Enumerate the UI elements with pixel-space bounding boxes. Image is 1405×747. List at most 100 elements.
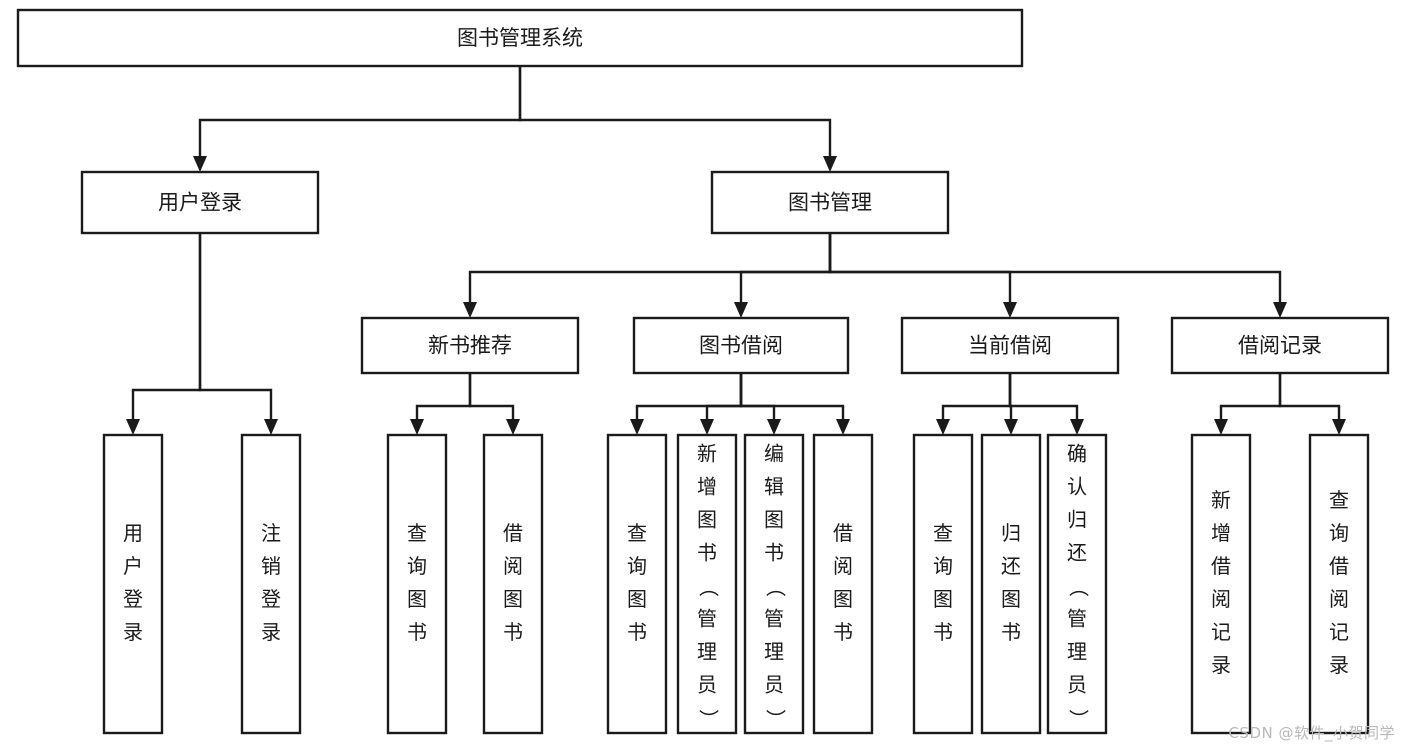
node-label: 借阅记录: [1238, 334, 1322, 358]
node-box[interactable]: [102, 433, 164, 735]
node-box[interactable]: [1170, 316, 1390, 375]
node-label-char: 书: [933, 620, 953, 644]
arrow-head-icon: [1273, 302, 1287, 318]
connector-line: [198, 233, 273, 422]
node-leaf-user-login[interactable]: 用户登录: [102, 433, 164, 735]
node-label-char: 新: [1211, 488, 1231, 512]
arrow-head-icon: [823, 156, 837, 172]
node-new-book-recommend[interactable]: 新书推荐: [360, 316, 580, 375]
node-label-char: 录: [123, 620, 143, 644]
node-label-char: 归: [1067, 508, 1087, 532]
connector-line: [1219, 373, 1282, 422]
node-label-char: 登: [123, 587, 143, 611]
arrow-head-icon: [1003, 302, 1017, 318]
node-label-char: 书: [764, 541, 784, 565]
node-label-char: 管: [1067, 607, 1087, 631]
node-box[interactable]: [1046, 433, 1108, 735]
node-label-char: 书: [407, 620, 427, 644]
node-label: 图书管理: [788, 191, 872, 215]
node-label-char: ）: [1067, 709, 1091, 729]
node-current-borrow[interactable]: 当前借阅: [900, 316, 1120, 375]
node-box[interactable]: [606, 433, 668, 735]
node-box[interactable]: [676, 433, 738, 735]
node-label-char: 询: [627, 554, 647, 578]
node-label-char: 书: [627, 620, 647, 644]
node-label-char: 阅: [503, 554, 523, 578]
node-label-char: 图: [833, 587, 853, 611]
node-book-borrow[interactable]: 图书借阅: [632, 316, 850, 375]
node-label-char: 增: [697, 475, 717, 499]
node-book-manage[interactable]: 图书管理: [710, 170, 950, 235]
node-label-char: 户: [123, 554, 143, 578]
arrow-head-icon: [767, 419, 781, 435]
node-box[interactable]: [80, 170, 320, 235]
arrow-head-icon: [1070, 419, 1084, 435]
node-label-char: 图: [627, 587, 647, 611]
node-root[interactable]: 图书管理系统: [16, 8, 1024, 68]
node-label-char: 借: [1329, 554, 1349, 578]
node-box[interactable]: [482, 433, 544, 735]
connector-book-borrow-to-leaf-query-book-borrow: [630, 373, 743, 435]
node-borrow-record[interactable]: 借阅记录: [1170, 316, 1390, 375]
node-label-char: 图: [407, 587, 427, 611]
node-label-char: 询: [933, 554, 953, 578]
connector-line: [828, 233, 1012, 305]
node-box[interactable]: [812, 433, 874, 735]
node-label-char: 书: [833, 620, 853, 644]
connector-line: [1008, 373, 1079, 422]
node-layer: 图书管理系统用户登录图书管理新书推荐图书借阅当前借阅借阅记录用户登录注销登录查询…: [16, 8, 1390, 735]
node-label: 图书借阅: [699, 334, 783, 358]
node-box[interactable]: [240, 433, 302, 735]
node-label-char: ）: [764, 709, 788, 729]
node-label-char: 销: [261, 554, 281, 578]
node-box[interactable]: [1308, 433, 1370, 735]
connector-book-borrow-to-leaf-borrow-book: [739, 373, 850, 435]
node-label-char: 图: [503, 587, 523, 611]
node-label-char: 辑: [764, 475, 784, 499]
arrow-head-icon: [936, 419, 950, 435]
node-box[interactable]: [743, 433, 805, 735]
connector-book-manage-to-new-book-recommend: [463, 233, 832, 318]
node-box[interactable]: [912, 433, 974, 735]
node-label-char: ）: [697, 709, 721, 729]
node-label-char: 员: [764, 673, 784, 697]
node-label-char: 借: [1211, 554, 1231, 578]
node-box[interactable]: [1190, 433, 1252, 735]
node-box[interactable]: [360, 316, 580, 375]
node-box[interactable]: [900, 316, 1120, 375]
connector-user-login-to-leaf-user-login: [126, 233, 202, 435]
node-label-char: （: [697, 577, 721, 597]
node-label-char: 图: [764, 508, 784, 532]
node-user-login[interactable]: 用户登录: [80, 170, 320, 235]
arrow-head-icon: [193, 156, 207, 172]
connector-current-borrow-to-leaf-confirm-return: [1008, 373, 1084, 435]
connector-line: [828, 233, 1282, 305]
node-box[interactable]: [386, 433, 448, 735]
node-label-char: 询: [1329, 521, 1349, 545]
node-label-char: 录: [1211, 653, 1231, 677]
node-label-char: 编: [764, 442, 784, 466]
connector-book-borrow-to-leaf-add-book: [700, 373, 743, 435]
node-box[interactable]: [710, 170, 950, 235]
node-label: 新书推荐: [428, 334, 512, 358]
connector-layer: [126, 66, 1346, 435]
node-box[interactable]: [980, 433, 1042, 735]
node-box[interactable]: [632, 316, 850, 375]
node-label-char: 确: [1067, 442, 1087, 466]
node-box[interactable]: [16, 8, 1024, 68]
node-label-char: 录: [1329, 653, 1349, 677]
